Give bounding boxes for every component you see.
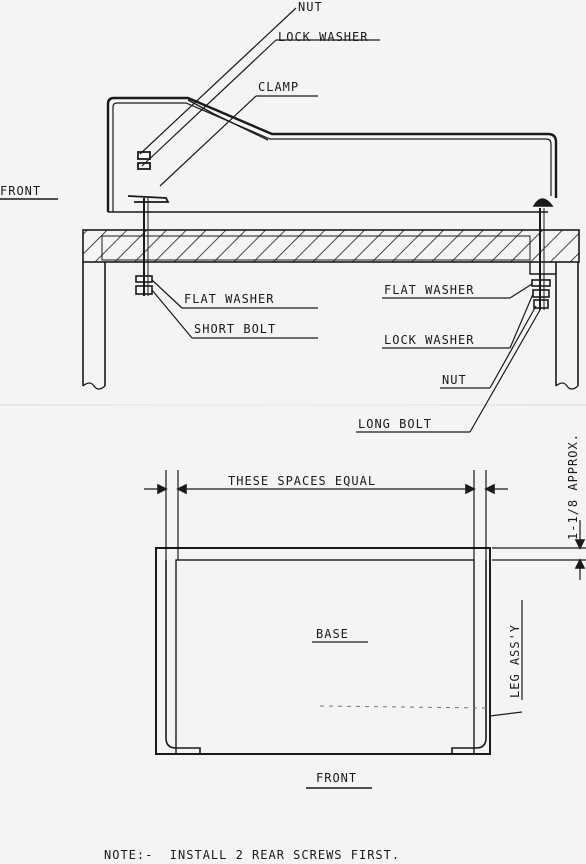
short-bolt-label: SHORT BOLT <box>194 322 277 336</box>
tray-inner-outline <box>112 102 552 212</box>
right-bolt-head <box>532 198 554 207</box>
flat-washer-right-label: FLAT WASHER <box>384 283 475 297</box>
washer-piece <box>137 162 151 170</box>
approx-dimension-label: 1-1/8 APPROX. <box>566 433 580 540</box>
left-leg-bracket <box>165 560 201 754</box>
long-bolt-label: LONG BOLT <box>358 417 433 431</box>
nut-label: NUT <box>298 0 323 14</box>
tray-outline <box>106 96 558 212</box>
right-leg <box>555 262 579 386</box>
front-label-left: FRONT <box>0 184 42 198</box>
base-inner <box>175 559 475 755</box>
right-leg-notch <box>529 262 556 275</box>
lock-washer-right-label: LOCK WASHER <box>384 333 475 347</box>
clamp-hook <box>127 195 170 203</box>
long-bolt-lock-washer <box>532 289 550 298</box>
base-outline <box>155 547 491 755</box>
clamp <box>187 99 269 141</box>
table-top <box>82 229 580 263</box>
lock-washer-label: LOCK WASHER <box>278 30 369 44</box>
flat-washer-left-label: FLAT WASHER <box>184 292 275 306</box>
right-leg-break <box>555 382 579 390</box>
paper-fold-line <box>0 404 586 406</box>
install-note: NOTE:- INSTALL 2 REAR SCREWS FIRST. <box>104 848 401 862</box>
right-leg-bracket <box>451 560 487 754</box>
long-bolt-nut <box>533 299 549 309</box>
front-label-bottom: FRONT <box>316 771 358 785</box>
long-bolt-washer <box>531 279 551 287</box>
section-view <box>0 7 580 433</box>
short-bolt-washer <box>135 275 153 283</box>
base-label: BASE <box>316 627 349 641</box>
clamp-label: CLAMP <box>258 80 300 94</box>
left-leg-break <box>82 382 106 390</box>
left-leg <box>82 262 106 386</box>
plan-view <box>144 470 586 789</box>
spaces-equal-label: THESE SPACES EQUAL <box>228 474 377 488</box>
leg-assy-label: LEG ASS'Y <box>508 623 522 698</box>
nut-piece <box>137 151 151 160</box>
table-top-inset <box>101 235 531 261</box>
nut-right-label: NUT <box>442 373 467 387</box>
